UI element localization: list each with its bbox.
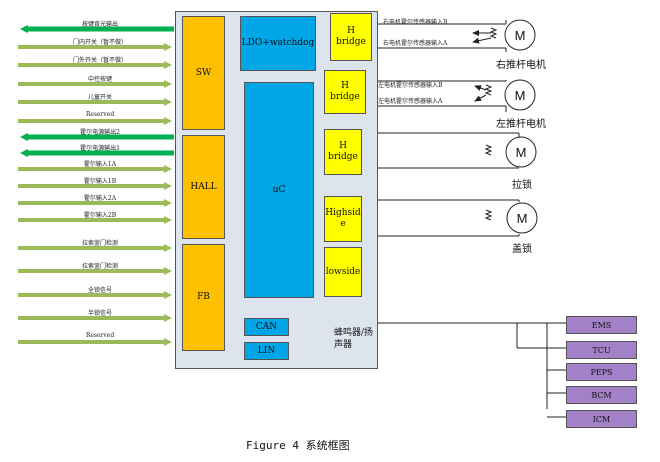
signal-label-fb-2: 全锁信号 — [87, 287, 112, 294]
signal-label-sw-0: 按键背光输出 — [81, 21, 118, 28]
highside-block: Highside — [324, 196, 362, 242]
left-motor-symbol: M — [515, 88, 526, 103]
cover-lock-motor-label: 盖锁 — [512, 244, 532, 255]
signal-label-fb-0: 拉索釜门检测 — [81, 240, 118, 247]
h-bridge-1-block: H bridge — [330, 13, 372, 61]
ldo-watchdog-block: LDO+watchdog — [240, 16, 316, 71]
right-motor-label: 右推杆电机 — [496, 60, 546, 71]
sw-block: SW — [182, 16, 225, 130]
lin-block: LIN — [244, 342, 289, 360]
buzzer-label: 蜂鸣器/扬声器 — [334, 328, 374, 350]
signal-label-hall-0: 霍尔电源输出2 — [80, 129, 120, 136]
cover-motor-wiring — [362, 199, 520, 237]
signal-label-fb-3: 半锁信号 — [87, 310, 112, 317]
lock-motor-circle — [505, 136, 537, 168]
bus-node-bcm: BCM — [566, 386, 637, 404]
left-motor-wiring — [366, 80, 507, 112]
lock-motor-symbol: M — [516, 145, 527, 160]
signal-label-fb-4: Reserved — [85, 332, 115, 339]
fb-block: FB — [182, 244, 225, 351]
signal-label-sw-3: 中控按键 — [87, 76, 112, 83]
can-block: CAN — [244, 318, 289, 336]
left-motor-hall-a-label: 左电机霍尔传感器输入A — [378, 98, 443, 105]
signal-label-hall-2: 霍尔输入1A — [83, 161, 117, 168]
left-motor-hall-b-label: 左电机霍尔传感器输入B — [378, 82, 443, 89]
signal-label-hall-1: 霍尔电源输出1 — [80, 145, 120, 152]
signal-label-sw-4: 儿童开关 — [87, 94, 112, 101]
bus-node-ems: EMS — [566, 316, 637, 334]
hall-block: HALL — [182, 135, 225, 239]
signal-label-sw-1: 门内开关（暂不做） — [72, 39, 127, 46]
uc-block: uC — [244, 82, 314, 298]
bus-node-peps: PEPS — [566, 363, 637, 381]
lock-motor-wiring — [362, 132, 520, 169]
left-motor-label: 左推杆电机 — [496, 119, 546, 130]
signal-label-hall-4: 霍尔输入2A — [83, 195, 117, 202]
motor-symbols: M M M M — [504, 19, 538, 234]
lock-motor-label: 拉锁 — [512, 180, 532, 191]
cover-motor-circle — [506, 202, 538, 234]
cover-motor-symbol: M — [517, 211, 528, 226]
left-motor-circle — [504, 79, 536, 111]
h-bridge-3-block: H bridge — [324, 129, 362, 175]
right-motor-circle — [504, 19, 536, 51]
right-motor-wiring — [372, 20, 507, 52]
h-bridge-2-block: H bridge — [324, 70, 366, 114]
bus-node-icm: ICM — [566, 410, 637, 428]
signal-label-hall-3: 霍尔输入1B — [83, 178, 117, 185]
lowside-block: lowside — [324, 247, 362, 297]
signal-label-sw-2: 门外开关（暂不做） — [72, 57, 127, 64]
right-motor-hall-a-label: 右电机霍尔传感器输入A — [383, 40, 448, 47]
signal-label-hall-5: 霍尔输入2B — [83, 212, 117, 219]
figure-caption: Figure 4 系统框图 — [246, 439, 350, 452]
right-motor-hall-b-label: 右电机霍尔传感器输入B — [383, 19, 448, 26]
right-motor-symbol: M — [515, 28, 526, 43]
bus-node-tcu: TCU — [566, 341, 637, 359]
signal-label-sw-5: Reserved — [85, 111, 115, 118]
signal-label-fb-1: 拉索釜门检测 — [81, 263, 118, 270]
